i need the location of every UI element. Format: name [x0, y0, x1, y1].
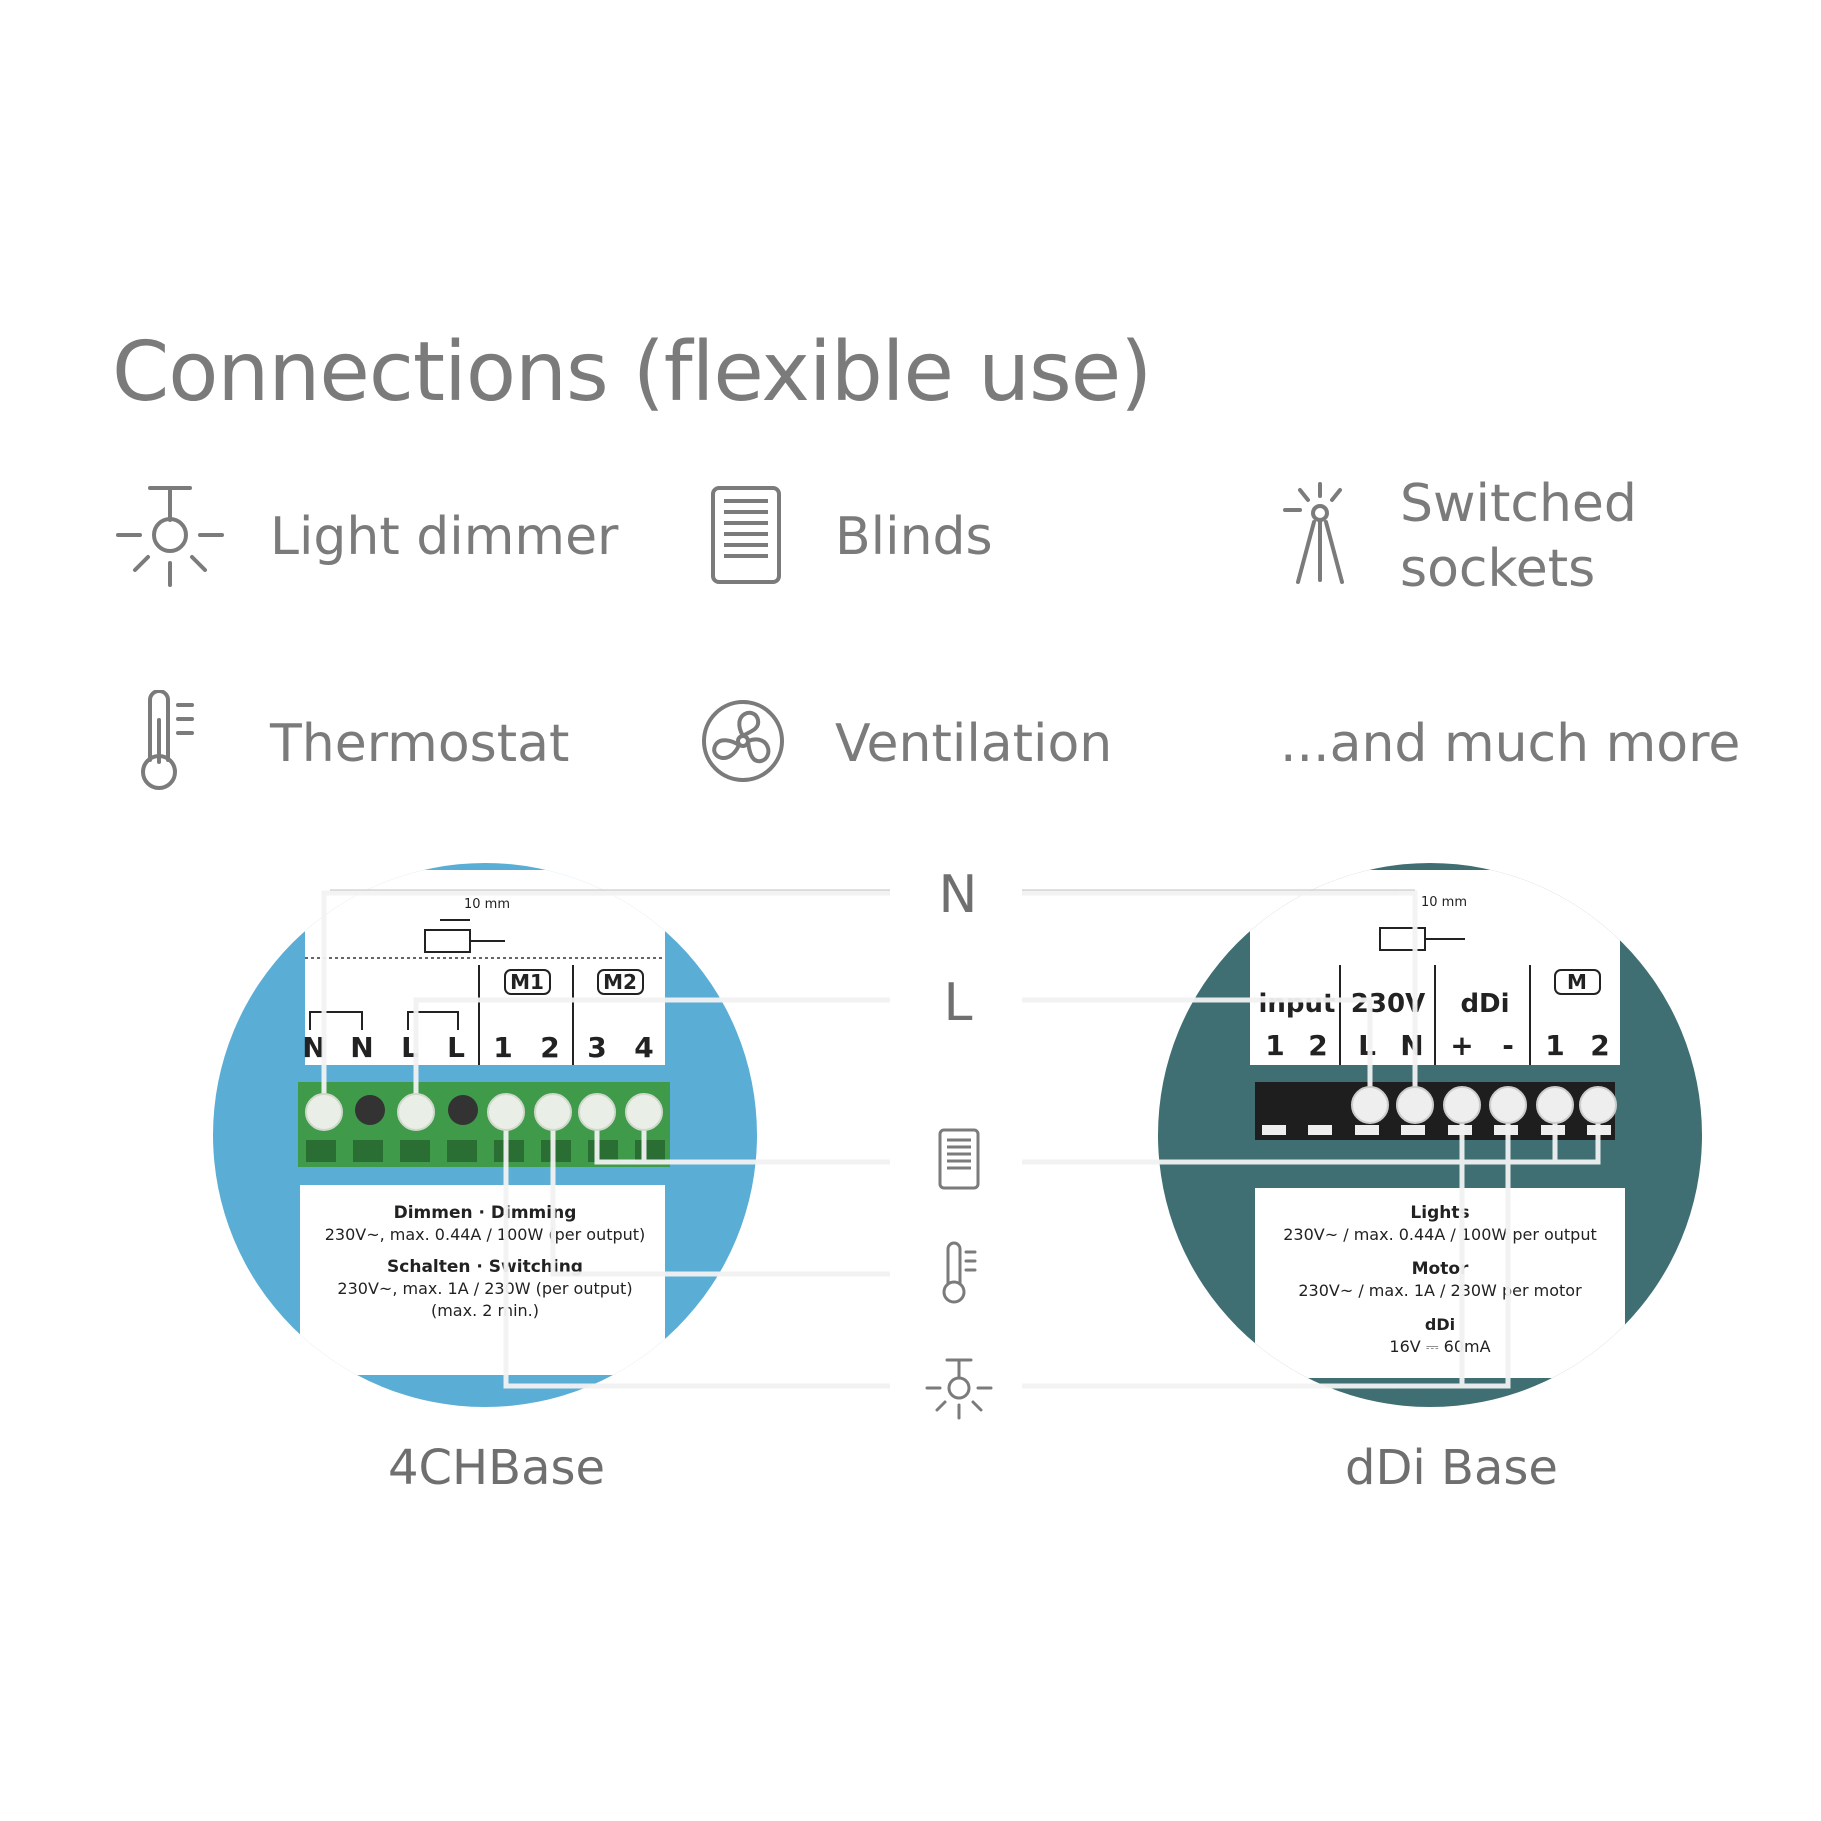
right-terminal-label: + — [1450, 1029, 1473, 1062]
left-terminal-label: 1 — [493, 1031, 512, 1064]
left-spec-line: (max. 2 min.) — [431, 1301, 539, 1320]
left-terminal-label: L — [447, 1031, 465, 1064]
right-spec-line: 16V ⎓ 60mA — [1389, 1337, 1490, 1356]
feature-switched-sockets-line2: sockets — [1400, 539, 1596, 599]
right-dim-label: 10 mm — [1421, 895, 1467, 910]
fan-icon — [702, 700, 784, 782]
wire-label-l: L — [944, 973, 973, 1033]
blinds-icon — [711, 486, 781, 584]
left-terminal-label: N — [302, 1031, 325, 1064]
thermometer-icon — [942, 1241, 977, 1304]
caption-4chbase: 4CHBase — [388, 1440, 606, 1496]
right-group-label: input — [1259, 989, 1336, 1019]
right-group-label: dDi — [1460, 989, 1509, 1019]
right-terminal-screw — [1396, 1086, 1434, 1124]
left-terminal-label: N — [350, 1031, 373, 1064]
page-title: Connections (flexible use) — [112, 325, 1152, 420]
left-terminal-screw — [305, 1093, 343, 1131]
right-spec-line: 230V~ / max. 0.44A / 100W per output — [1283, 1225, 1597, 1244]
feature-light-dimmer: Light dimmer — [270, 507, 619, 567]
right-motor-label: M — [1567, 970, 1587, 994]
right-spec-line: Lights — [1410, 1203, 1469, 1223]
right-terminal-label: 2 — [1308, 1029, 1327, 1062]
right-terminal-label: 1 — [1545, 1029, 1564, 1062]
feature-blinds: Blinds — [835, 507, 993, 567]
feature-much-more: ...and much more — [1280, 714, 1741, 774]
left-spec-line: 230V~, max. 0.44A / 100W (per output) — [325, 1225, 646, 1244]
feature-switched-sockets-line1: Switched — [1400, 474, 1637, 534]
light-icon — [116, 486, 224, 587]
left-terminal-screw — [397, 1093, 435, 1131]
left-dim-label: 10 mm — [464, 897, 510, 912]
left-terminal-label: 4 — [634, 1031, 653, 1064]
left-spec-line: 230V~, max. 1A / 230W (per output) — [337, 1279, 632, 1298]
wiring-diagram: 10 mm M1 M2 N N L L 1 2 3 — [213, 863, 1702, 1420]
feature-ventilation: Ventilation — [835, 714, 1113, 774]
right-terminal-label: - — [1502, 1029, 1514, 1062]
right-terminal-screw — [1579, 1086, 1617, 1124]
left-spec-line: Dimmen · Dimming — [394, 1203, 577, 1223]
left-terminal-screw — [578, 1093, 616, 1131]
right-terminal-screw — [1536, 1086, 1574, 1124]
right-spec-line: dDi — [1425, 1315, 1455, 1334]
right-terminal-label: L — [1358, 1029, 1376, 1062]
device-ddi-base: 10 mm input 230V dDi M 1 2 L N + - — [1158, 863, 1702, 1407]
feature-thermostat: Thermostat — [270, 714, 570, 774]
left-motor-label-m1: M1 — [510, 970, 544, 994]
left-terminal-screw — [625, 1093, 663, 1131]
right-terminal-label: 1 — [1265, 1029, 1284, 1062]
right-spec-line: 230V~ / max. 1A / 230W per motor — [1298, 1281, 1582, 1300]
right-terminal-label: N — [1400, 1029, 1423, 1062]
left-terminal-label: 2 — [540, 1031, 559, 1064]
blinds-icon — [938, 1128, 980, 1190]
right-spec-line: Motor — [1412, 1259, 1469, 1279]
caption-ddi-base: dDi Base — [1345, 1440, 1558, 1496]
right-terminal-screw — [1443, 1086, 1481, 1124]
right-terminal-label: 2 — [1590, 1029, 1609, 1062]
socket-icon — [1283, 482, 1344, 584]
thermometer-icon — [141, 690, 194, 790]
left-spec-line: Schalten · Switching — [387, 1257, 583, 1277]
light-icon — [925, 1358, 993, 1420]
left-terminal-screw — [534, 1093, 572, 1131]
right-terminals — [1351, 1086, 1617, 1124]
left-terminals — [305, 1093, 663, 1131]
wire-label-n: N — [939, 865, 978, 925]
left-motor-label-m2: M2 — [603, 970, 637, 994]
right-terminal-screw — [1351, 1086, 1389, 1124]
right-terminal-screw — [1489, 1086, 1527, 1124]
left-terminal-screw — [487, 1093, 525, 1131]
device-4chbase: 10 mm M1 M2 N N L L 1 2 3 — [213, 863, 757, 1407]
left-terminal-label: 3 — [587, 1031, 606, 1064]
